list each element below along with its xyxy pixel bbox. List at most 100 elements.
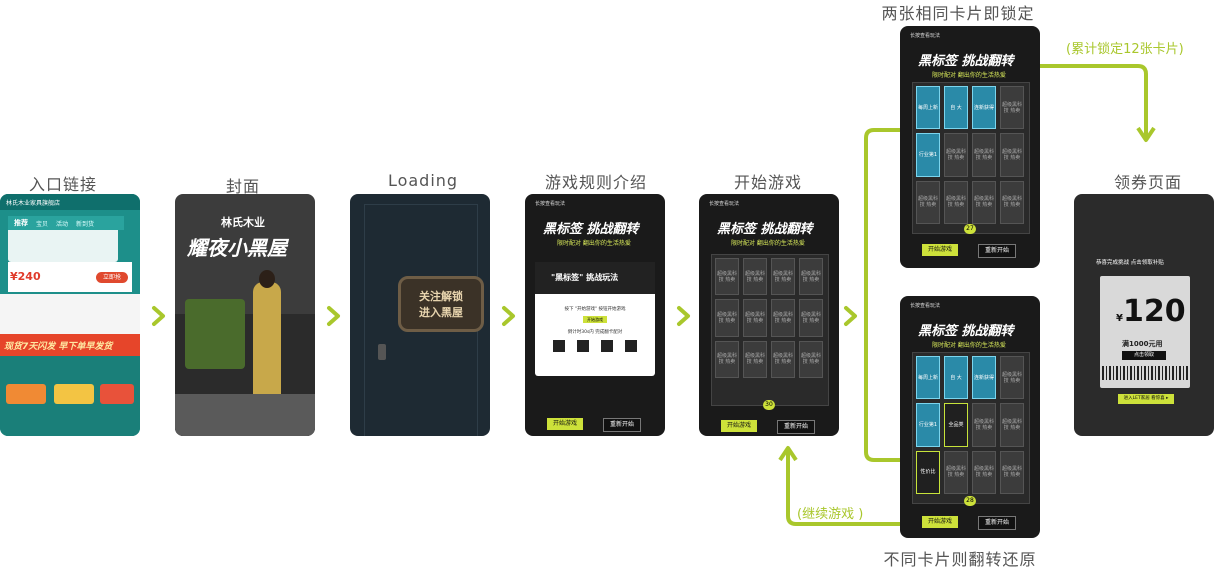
coupon-screen[interactable]: 恭喜完成挑战 点击领取补贴 ¥120 满1000元用 点击领取 进入LET家居 … (1074, 194, 1214, 436)
hold-hint: 长按查看玩法 (709, 201, 740, 207)
game-card[interactable]: 超级黑科技 热卖 (1000, 356, 1024, 400)
game-card[interactable]: 性价比 (916, 450, 940, 494)
branch-label-different: 不同卡片则翻转还原 (883, 550, 1037, 569)
game-card[interactable]: 连新获得 (972, 86, 996, 130)
restart-button[interactable]: 重新开始 (978, 516, 1016, 530)
chevron-right-icon (502, 306, 515, 326)
start-game-button[interactable]: 开始游戏 (922, 244, 958, 256)
rules-screen[interactable]: 长按查看玩法 黑标签 挑战翻转 限时配对 翻出你的生活热爱 "黑标签" 挑战玩法… (525, 194, 665, 436)
game-card[interactable]: 自 大 (944, 86, 968, 130)
go-store-button[interactable]: 进入LET家居 看惊喜 ▸ (1118, 394, 1174, 404)
entry-link-screen[interactable]: 林氏木业家具旗舰店 推荐 宝贝 活动 新到货 ¥240 立即抢 现货7天闪发 早… (0, 194, 140, 436)
game-start-screen[interactable]: 长按查看玩法 黑标签 挑战翻转 限时配对 翻出你的生活热爱 超级黑科技 热卖超级… (699, 194, 839, 436)
promo-banner[interactable]: 现货7天闪发 早下单早发货 (4, 342, 113, 352)
game-card[interactable]: 行业第1 (916, 133, 940, 177)
game-card[interactable]: 超级黑科技 热卖 (1000, 86, 1024, 130)
game-card[interactable]: 超级黑科技 热卖 (916, 180, 940, 224)
card-grid: 超级黑科技 热卖超级黑科技 热卖超级黑科技 热卖超级黑科技 热卖超级黑科技 热卖… (715, 258, 823, 378)
stage-title-entry: 入口链接 (28, 175, 97, 194)
game-card[interactable]: 超级黑科技 热卖 (972, 403, 996, 447)
game-card[interactable]: 超级黑科技 热卖 (1000, 450, 1024, 494)
barcode (1102, 366, 1188, 380)
game-card[interactable]: 全品类 (944, 403, 968, 447)
claim-button[interactable]: 点击领取 (1122, 351, 1166, 360)
game-card[interactable]: 连新获得 (972, 356, 996, 400)
timer-badge: 28 (964, 496, 976, 506)
game-card[interactable]: 行业第1 (916, 403, 940, 447)
game-card[interactable]: 超级黑科技 热卖 (1000, 133, 1024, 177)
price-value: ¥240 (10, 270, 41, 283)
start-game-button[interactable]: 开始游戏 (721, 420, 757, 432)
start-game-button[interactable]: 开始游戏 (547, 418, 583, 430)
game-card[interactable]: 自 大 (944, 356, 968, 400)
game-card[interactable]: 超级黑科技 热卖 (944, 180, 968, 224)
game-title: 黑标签 挑战翻转 (918, 324, 1014, 339)
game-card[interactable]: 超级黑科技 热卖 (743, 340, 767, 378)
cover-screen[interactable]: 林氏木业 耀夜小黑屋 (175, 194, 315, 436)
game-card[interactable]: 超级黑科技 热卖 (1000, 180, 1024, 224)
tab-recommend[interactable]: 推荐 (14, 219, 28, 227)
game-subtitle: 限时配对 翻出你的生活热爱 (932, 342, 1006, 349)
game-card[interactable]: 超级黑科技 热卖 (799, 299, 823, 337)
timer-badge: 30 (763, 400, 775, 410)
restart-button[interactable]: 重新开始 (603, 418, 641, 432)
restart-button[interactable]: 重新开始 (777, 420, 815, 434)
store-name: 林氏木业家具旗舰店 (6, 200, 61, 207)
game-card[interactable]: 超级黑科技 热卖 (972, 180, 996, 224)
chevron-right-icon (327, 306, 340, 326)
game-flip-back-screen[interactable]: 长按查看玩法 黑标签 挑战翻转 限时配对 翻出你的生活热爱 每周上新自 大连新获… (900, 296, 1040, 538)
tab-events[interactable]: 活动 (56, 220, 69, 228)
game-title: 黑标签 挑战翻转 (918, 54, 1014, 69)
cover-title: 耀夜小黑屋 (187, 236, 287, 260)
game-card[interactable]: 超级黑科技 热卖 (944, 450, 968, 494)
coupon-condition: 满1000元用 (1122, 340, 1163, 348)
game-card[interactable]: 超级黑科技 热卖 (715, 299, 739, 337)
game-title: 黑标签 挑战翻转 (543, 222, 639, 237)
tab-new[interactable]: 新到货 (76, 220, 95, 228)
game-card[interactable]: 超级黑科技 热卖 (799, 258, 823, 296)
game-card[interactable]: 超级黑科技 热卖 (1000, 403, 1024, 447)
game-card[interactable]: 超级黑科技 热卖 (715, 340, 739, 378)
stage-title-rules: 游戏规则介绍 (544, 173, 647, 192)
rules-line-1: 按下 "开始游戏" 按钮开始游戏 (564, 307, 626, 312)
chevron-right-icon (844, 306, 857, 326)
chevron-right-icon (677, 306, 690, 326)
timer-badge: 27 (964, 224, 976, 234)
game-card[interactable]: 超级黑科技 热卖 (972, 450, 996, 494)
game-card[interactable]: 超级黑科技 热卖 (743, 258, 767, 296)
coupon-banner: 恭喜完成挑战 点击领取补贴 (1096, 260, 1164, 266)
brand-name: 林氏木业 (221, 216, 265, 229)
unlock-sign[interactable]: 关注解锁 进入黑屋 (398, 276, 484, 332)
game-card[interactable]: 超级黑科技 热卖 (771, 340, 795, 378)
restart-button[interactable]: 重新开始 (978, 244, 1016, 258)
hold-hint: 长按查看玩法 (910, 33, 941, 39)
loading-screen: 关注解锁 进入黑屋 (350, 194, 490, 436)
game-card[interactable]: 超级黑科技 热卖 (972, 133, 996, 177)
model-figure (253, 282, 281, 402)
game-card[interactable]: 每周上新 (916, 356, 940, 400)
rules-modal[interactable]: "黑标签" 挑战玩法 按下 "开始游戏" 按钮开始游戏 开始游戏 倒计时30s内… (535, 262, 655, 376)
game-subtitle: 限时配对 翻出你的生活热爱 (932, 72, 1006, 79)
coupon-amount: ¥120 (1116, 294, 1186, 329)
game-card[interactable]: 超级黑科技 热卖 (743, 299, 767, 337)
tab-items[interactable]: 宝贝 (36, 220, 49, 228)
game-card[interactable]: 超级黑科技 热卖 (771, 258, 795, 296)
rules-start-button[interactable]: 开始游戏 (583, 316, 607, 323)
game-locked-screen[interactable]: 长按查看玩法 黑标签 挑战翻转 限时配对 翻出你的生活热爱 每周上新自 大连新获… (900, 26, 1040, 268)
start-game-button[interactable]: 开始游戏 (922, 516, 958, 528)
note-accumulate: (累计锁定12张卡片) (1066, 42, 1184, 57)
game-card[interactable]: 超级黑科技 热卖 (799, 340, 823, 378)
stage-title-coupon: 领券页面 (1113, 173, 1182, 192)
game-card[interactable]: 每周上新 (916, 86, 940, 130)
branch-label-same: 两张相同卡片即锁定 (881, 4, 1035, 23)
rules-modal-title: "黑标签" 挑战玩法 (551, 273, 619, 282)
hold-hint: 长按查看玩法 (910, 303, 941, 309)
game-card[interactable]: 超级黑科技 热卖 (944, 133, 968, 177)
game-card[interactable]: 超级黑科技 热卖 (715, 258, 739, 296)
buy-button[interactable]: 立即抢 (96, 272, 128, 283)
game-card[interactable]: 超级黑科技 热卖 (771, 299, 795, 337)
stage-title-start: 开始游戏 (733, 173, 802, 192)
stage-title-loading: Loading (387, 171, 459, 190)
